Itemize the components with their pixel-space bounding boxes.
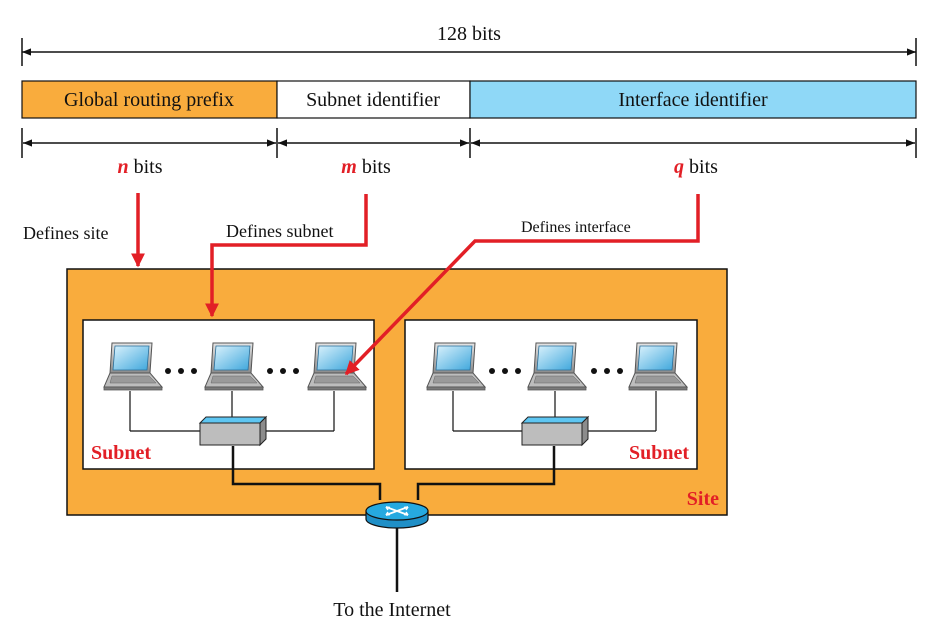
total-width-annotation: 128 bits bbox=[21, 23, 917, 66]
address-field-bar: Global routing prefix Subnet identifier … bbox=[21, 80, 917, 119]
subnet-pointer-arrow bbox=[205, 194, 368, 318]
site-label: Site bbox=[687, 488, 719, 510]
interface-pointer-arrow bbox=[344, 194, 700, 376]
field-width-annotations: n bits m bits q bits bbox=[21, 128, 917, 178]
pointer-arrows bbox=[131, 193, 700, 376]
router-uplinks bbox=[231, 446, 556, 592]
field-label-interface-identifier: Interface identifier bbox=[618, 89, 768, 111]
width-label-n: n bits bbox=[117, 156, 162, 178]
switch-icon bbox=[199, 416, 267, 446]
field-subnet-identifier bbox=[276, 80, 471, 119]
field-global-routing-prefix bbox=[21, 80, 278, 119]
pointer-label-site: Defines site bbox=[23, 223, 108, 243]
subnet-label-right: Subnet bbox=[629, 442, 689, 464]
total-width-label: 128 bits bbox=[437, 23, 501, 45]
router-icon bbox=[365, 501, 429, 529]
pointer-label-interface: Defines interface bbox=[521, 219, 631, 236]
right-subnet-wiring bbox=[452, 391, 657, 432]
field-label-global-routing-prefix: Global routing prefix bbox=[64, 89, 234, 111]
field-label-subnet-identifier: Subnet identifier bbox=[306, 89, 440, 111]
ellipsis-dots bbox=[165, 368, 623, 374]
left-subnet-wiring bbox=[129, 391, 335, 432]
pointer-label-subnet: Defines subnet bbox=[226, 221, 333, 241]
switch-icon bbox=[521, 416, 589, 446]
internet-label: To the Internet bbox=[333, 599, 451, 621]
width-label-q: q bits bbox=[674, 156, 718, 178]
subnet-label-left: Subnet bbox=[91, 442, 151, 464]
width-label-m: m bits bbox=[341, 156, 391, 178]
field-interface-identifier bbox=[469, 80, 917, 119]
